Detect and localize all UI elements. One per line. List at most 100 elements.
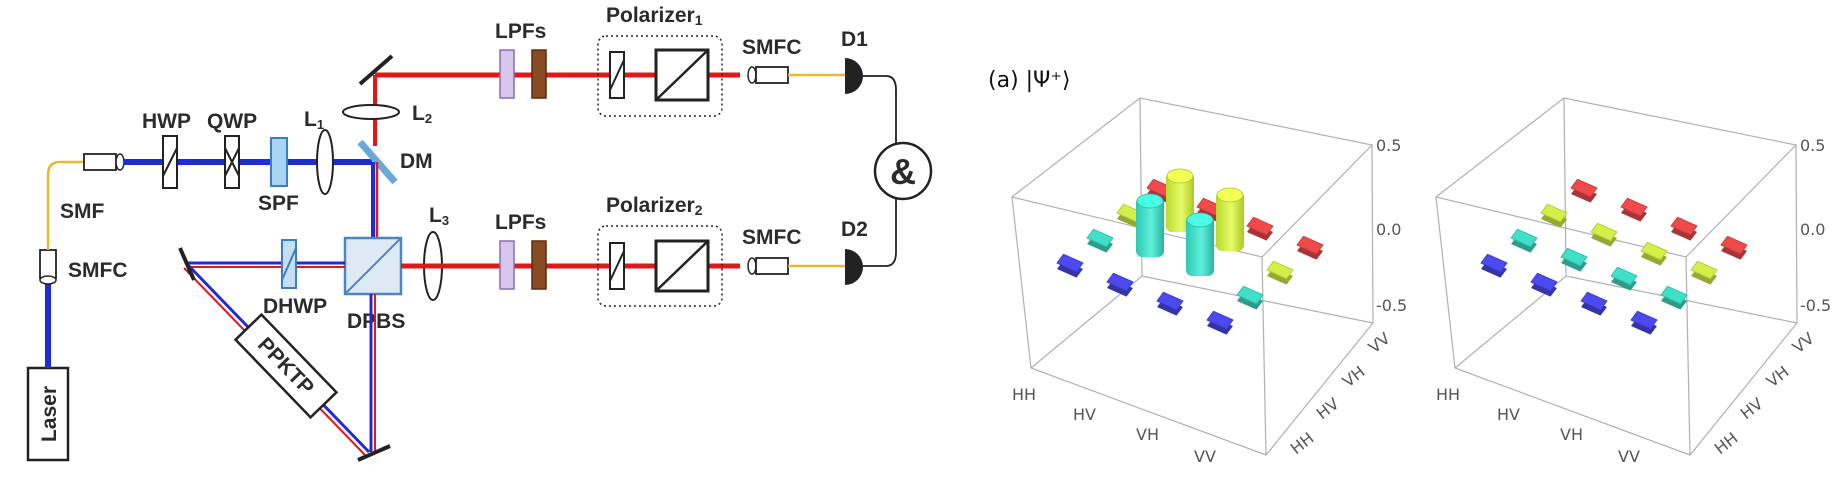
real-bar-VH-VV xyxy=(1246,216,1274,241)
imag-bar-VV-VH xyxy=(1690,260,1718,285)
real-col-label: HV xyxy=(1313,394,1343,423)
smfc-source-label: SMFC xyxy=(68,259,128,282)
fiber-collimator xyxy=(83,153,125,171)
density-matrix-panel: (a) |Ψ⁺⟩ 0.5 0.0 -0.5 HH HV VH VV HH HV VH VV xyxy=(988,68,1831,466)
smfc-top-coupler xyxy=(747,66,789,84)
half-wave-plate xyxy=(162,135,178,189)
imag-col-label: HH xyxy=(1711,428,1742,458)
real-col-label: HH xyxy=(1287,428,1318,458)
imag-part-plot: 0.5 0.0 -0.5 HH HV VH VV HH HV VH VV xyxy=(1434,97,1831,466)
imag-z-tick: 0.0 xyxy=(1800,220,1825,239)
real-bar-HH-HH xyxy=(1056,253,1084,278)
real-z-tick: 0.0 xyxy=(1376,220,1401,239)
real-row-label: VH xyxy=(1136,425,1159,444)
detector-d2 xyxy=(845,249,863,285)
real-bar-VH-HH xyxy=(1156,291,1184,316)
d2-label: D2 xyxy=(841,218,868,241)
real-bar-VV-VH xyxy=(1266,260,1294,285)
imag-bar-HV-HH xyxy=(1530,272,1558,297)
imag-bar-HH-HV xyxy=(1510,228,1538,253)
coincidence-unit xyxy=(873,141,933,201)
polarizer-1 xyxy=(597,35,723,117)
sagnac-bottom-mirror xyxy=(357,444,391,462)
imag-bar-VV-HH xyxy=(1630,310,1658,335)
imag-col-label: HV xyxy=(1737,394,1767,423)
real-bar-HV-HH xyxy=(1106,272,1134,297)
imag-col-label: VH xyxy=(1763,362,1793,391)
dpbs-label: DPBS xyxy=(347,310,405,333)
smfc-bottom-label: SMFC xyxy=(742,226,802,249)
dm-label: DM xyxy=(400,150,433,173)
imag-bar-VH-VV xyxy=(1670,216,1698,241)
spf-label: SPF xyxy=(258,192,299,215)
real-bar-VH-VH xyxy=(1216,187,1244,251)
real-part-box xyxy=(1010,97,1374,456)
sagnac-left-mirror xyxy=(178,247,196,281)
real-col-label: VV xyxy=(1365,329,1394,357)
real-row-label: VV xyxy=(1194,447,1216,466)
real-bar-VV-HH xyxy=(1206,310,1234,335)
lpfs-top-label: LPFs xyxy=(495,20,546,43)
imag-row-label: VH xyxy=(1560,425,1583,444)
l1-label: L1 xyxy=(304,108,324,132)
real-row-label: HH xyxy=(1012,385,1036,404)
imag-bar-VH-VH xyxy=(1640,241,1668,266)
imag-row-label: HH xyxy=(1436,385,1460,404)
imag-row-label: HV xyxy=(1497,405,1520,424)
laser-label: Laser xyxy=(38,386,61,442)
l2-label: L2 xyxy=(412,102,432,126)
imag-bar-HV-VH xyxy=(1590,222,1618,247)
long-pass-filters-bottom xyxy=(499,240,547,290)
panel-title: (a) |Ψ⁺⟩ xyxy=(988,68,1071,93)
real-z-tick: -0.5 xyxy=(1376,296,1407,315)
lens-l2 xyxy=(342,104,400,120)
dual-half-wave-plate xyxy=(281,239,297,289)
polarizer-1-label: Polarizer1 xyxy=(606,4,703,28)
real-part-plot: 0.5 0.0 -0.5 HH HV VH VV HH HV VH VV xyxy=(1010,97,1407,466)
imag-bar-VV-VV xyxy=(1720,235,1748,260)
imag-bar-HH-HH xyxy=(1480,253,1508,278)
optical-setup: Laser SMFC SMF HWP QW xyxy=(26,4,933,462)
real-bar-VV-HV xyxy=(1236,285,1264,310)
lens-l1 xyxy=(316,129,334,195)
smfc-source-coupler xyxy=(39,249,57,285)
l3-label: L3 xyxy=(429,204,449,228)
real-bar-VV-VV xyxy=(1296,235,1324,260)
quarter-wave-plate xyxy=(224,135,240,189)
dual-pbs xyxy=(343,236,403,296)
laser-source: Laser xyxy=(26,366,70,462)
imag-z-tick: -0.5 xyxy=(1800,296,1831,315)
qwp-label: QWP xyxy=(207,110,257,133)
real-bar-HV-VH xyxy=(1166,168,1194,232)
real-bar-HH-HV xyxy=(1086,228,1114,253)
long-pass-filters-top xyxy=(499,49,547,99)
real-bar-HV-HV xyxy=(1136,193,1164,257)
imag-col-label: VV xyxy=(1789,329,1818,357)
detector-d1 xyxy=(845,58,863,94)
top-mirror xyxy=(358,54,394,86)
short-pass-filter xyxy=(270,137,288,187)
d1-label: D1 xyxy=(841,28,868,51)
coincidence-symbol: & xyxy=(890,151,916,192)
real-z-tick: 0.5 xyxy=(1376,136,1401,155)
ppktp-crystal: PPKTP xyxy=(233,312,339,420)
lpfs-bottom-label: LPFs xyxy=(495,211,546,234)
coincidence-wire-bottom xyxy=(862,196,897,267)
imag-z-tick: 0.5 xyxy=(1800,136,1825,155)
single-mode-fiber xyxy=(46,160,84,250)
real-col-label: VH xyxy=(1339,362,1369,391)
coincidence-wire-top xyxy=(862,75,897,146)
real-row-label: HV xyxy=(1073,405,1096,424)
imag-bar-VH-HV xyxy=(1610,266,1638,291)
smfc-bottom-coupler xyxy=(747,257,789,275)
smf-label: SMF xyxy=(60,200,105,223)
imag-bar-VH-HH xyxy=(1580,291,1608,316)
hwp-label: HWP xyxy=(142,110,191,133)
imag-row-label: VV xyxy=(1618,447,1640,466)
imag-bar-HH-VV xyxy=(1570,178,1598,203)
dhwp-label: DHWP xyxy=(263,295,327,318)
smfc-top-label: SMFC xyxy=(742,36,802,59)
imag-bar-HV-HV xyxy=(1560,247,1588,272)
imag-bar-HV-VV xyxy=(1620,197,1648,222)
